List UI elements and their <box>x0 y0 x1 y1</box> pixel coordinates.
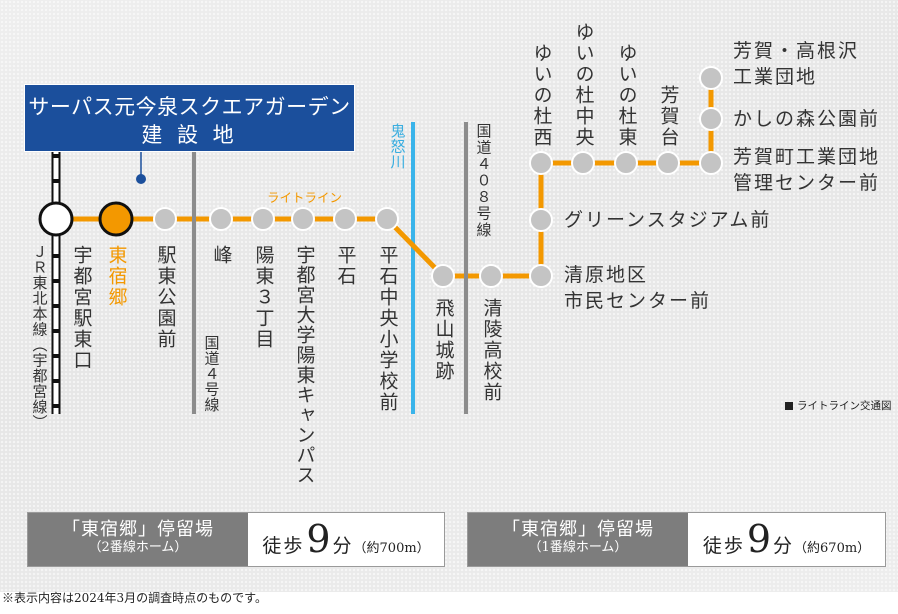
station-marker-higashishukugo <box>98 201 134 237</box>
station-label: 宇都宮大学陽東キャンパス <box>293 245 316 485</box>
station-marker <box>333 207 357 231</box>
station-marker <box>153 207 177 231</box>
station-marker <box>479 264 503 288</box>
access-platform: （1番線ホーム） <box>528 540 628 555</box>
lightline-label: ライトライン <box>267 190 343 205</box>
station-label: 平石 <box>334 245 357 287</box>
route408-label: 国道４０８号線 <box>474 123 493 239</box>
walk-minutes: 9 <box>306 517 331 561</box>
station-label: ゆいの杜西 <box>530 43 553 148</box>
station-markers <box>153 66 723 288</box>
station-label: 芳賀台 <box>657 85 680 148</box>
walk-minutes: 9 <box>746 517 772 561</box>
station-marker <box>571 151 595 175</box>
walk-distance: （約670m） <box>794 541 871 556</box>
access-walk-time: 徒歩 9 分 （約700m） <box>248 513 444 566</box>
jr-line-label: ＪＲ東北本線（宇都宮線） <box>30 244 49 430</box>
station-marker <box>375 207 399 231</box>
legend-text: ライトライン交通図 <box>797 400 892 412</box>
map-legend: ライトライン交通図 <box>785 400 892 412</box>
station-marker <box>529 151 553 175</box>
station-label: かしの森公園前 <box>733 108 881 130</box>
access-platform: （2番線ホーム） <box>88 540 188 555</box>
station-marker <box>656 151 680 175</box>
site-title-box: サーパス元今泉スクエアガーデン 建 設 地 <box>24 84 355 152</box>
access-walk-time: 徒歩 9 分 （約670m） <box>688 513 885 566</box>
station-marker <box>699 66 723 90</box>
jr-station-marker <box>38 201 74 237</box>
station-label-higashishukugo: 東宿郷 <box>105 245 128 308</box>
station-marker <box>614 151 638 175</box>
site-pin-dot <box>136 174 146 184</box>
station-label: 駅東公園前 <box>154 245 177 350</box>
station-marker <box>291 207 315 231</box>
legend-square-icon <box>785 402 793 410</box>
station-label: 峰 <box>210 245 233 266</box>
access-stop-name: 「東宿郷」停留場 <box>502 519 654 540</box>
station-label: 陽東３丁目 <box>252 245 275 350</box>
station-marker <box>699 151 723 175</box>
access-stop: 「東宿郷」停留場 （2番線ホーム） <box>28 513 248 566</box>
access-stop-name: 「東宿郷」停留場 <box>62 519 214 540</box>
access-box-platform2: 「東宿郷」停留場 （2番線ホーム） 徒歩 9 分 （約700m） <box>27 512 445 567</box>
station-label-utsunomiya-east: 宇都宮駅東口 <box>70 245 93 371</box>
station-label: グリーンスタジアム前 <box>564 209 772 231</box>
station-label: 平石中央小学校前 <box>376 245 399 413</box>
access-box-platform1: 「東宿郷」停留場 （1番線ホーム） 徒歩 9 分 （約670m） <box>467 512 886 567</box>
station-label: ゆいの杜東 <box>615 43 638 148</box>
access-stop: 「東宿郷」停留場 （1番線ホーム） <box>468 513 688 566</box>
walk-unit: 分 <box>773 535 793 557</box>
footnote: ※表示内容は2024年3月の調査時点のものです。 <box>2 591 267 605</box>
station-label: 芳賀町工業団地 管理センター前 <box>733 146 881 194</box>
station-marker <box>251 207 275 231</box>
station-marker <box>529 264 553 288</box>
walk-prefix: 徒歩 <box>702 535 745 557</box>
site-name: サーパス元今泉スクエアガーデン <box>28 95 351 119</box>
station-label: 飛山城跡 <box>432 298 455 382</box>
station-marker <box>699 107 723 131</box>
site-subtitle: 建 設 地 <box>141 123 238 147</box>
station-label: 清陵高校前 <box>480 298 503 403</box>
route4-label: 国道４号線 <box>202 335 221 413</box>
walk-unit: 分 <box>332 535 352 557</box>
station-marker <box>431 264 455 288</box>
station-marker <box>529 208 553 232</box>
station-label: ゆいの杜中央 <box>572 22 595 148</box>
station-label: 清原地区 市民センター前 <box>564 264 712 312</box>
station-label: 芳賀・高根沢 工業団地 <box>733 40 860 88</box>
river-label: 鬼怒川 <box>388 123 407 170</box>
walk-prefix: 徒歩 <box>262 535 305 557</box>
station-marker <box>209 207 233 231</box>
walk-distance: （約700m） <box>353 541 430 556</box>
